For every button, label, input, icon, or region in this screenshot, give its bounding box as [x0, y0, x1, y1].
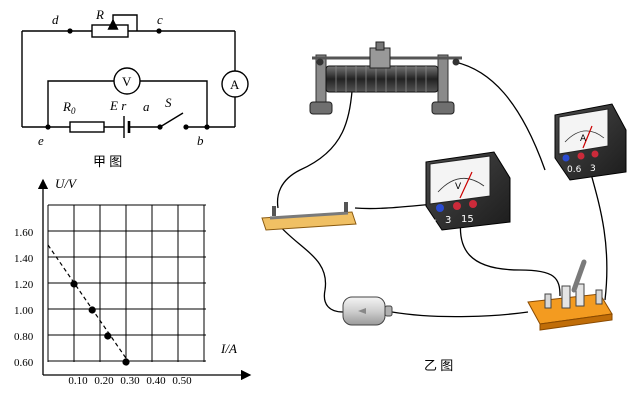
y-tick-label: 1.00	[14, 305, 34, 317]
rheostat-symbol	[91, 24, 129, 38]
data-point	[104, 332, 112, 340]
voltmeter-device: V - 3 15	[425, 151, 511, 231]
apparatus-drawing: V - 3 15 A - 0.6 3	[261, 41, 627, 373]
resistor-r0-label: R0	[62, 99, 76, 116]
switch-blade	[159, 112, 184, 128]
ammeter-face-symbol: A	[580, 134, 587, 144]
node-label-a: a	[143, 99, 150, 114]
ui-graph: 0.60 0.80 1.00 1.20 1.40 1.60 0.10 0.20 0.30 0.40…	[14, 176, 252, 387]
switch-label: S	[165, 95, 172, 110]
circuit-diagram	[21, 14, 249, 138]
node-label-e: e	[38, 133, 44, 148]
y-tick-label: 0.60	[14, 357, 34, 369]
rheostat-coil	[325, 65, 439, 93]
knife-switch-lever	[571, 259, 587, 293]
battery-cell	[342, 296, 393, 326]
ammeter-terminal-negative: -	[557, 165, 560, 175]
x-axis-title: I/A	[220, 341, 237, 356]
ammeter-terminal-0-6: 0.6	[567, 165, 582, 175]
x-tick-label: 0.20	[94, 375, 114, 387]
ammeter-terminal-3: 3	[590, 164, 596, 174]
voltmeter-terminal-negative: -	[433, 215, 437, 226]
data-point	[122, 358, 130, 366]
resistor-r0-symbol	[69, 121, 105, 133]
y-tick-label: 1.20	[14, 279, 34, 291]
fit-line	[47, 244, 130, 363]
x-tick-label: 0.10	[68, 375, 88, 387]
x-tick-label: 0.30	[120, 375, 140, 387]
ammeter-letter: A	[230, 77, 240, 92]
emf-label: E r	[109, 98, 127, 113]
terminal-board	[261, 202, 357, 231]
node-label-d: d	[52, 12, 59, 27]
ammeter-device: A - 0.6 3	[554, 103, 627, 181]
y-tick-label: 1.40	[14, 253, 34, 265]
node-label-c: c	[157, 12, 163, 27]
y-axis-title: U/V	[55, 176, 78, 191]
voltmeter-face-symbol: V	[455, 182, 462, 192]
voltmeter-letter: V	[122, 74, 132, 89]
voltmeter-terminal-15: 15	[461, 214, 474, 225]
knife-switch	[527, 259, 613, 331]
data-point	[70, 280, 78, 288]
y-tick-label: 0.80	[14, 331, 34, 343]
voltmeter-terminal-3: 3	[445, 215, 451, 226]
y-tick-label: 1.60	[14, 227, 34, 239]
x-tick-label: 0.40	[146, 375, 166, 387]
ammeter-symbol	[221, 70, 249, 98]
voltmeter-symbol	[113, 67, 141, 95]
rheostat-slider	[369, 47, 391, 69]
junction-dots	[45, 28, 210, 130]
circuit-caption: 甲 图	[93, 154, 122, 169]
apparatus-caption: 乙 图	[424, 358, 453, 373]
rheostat-device	[309, 41, 462, 115]
rheostat-label: R	[95, 7, 104, 22]
x-tick-label: 0.50	[172, 375, 192, 387]
data-point	[88, 306, 96, 314]
node-label-b: b	[197, 133, 204, 148]
